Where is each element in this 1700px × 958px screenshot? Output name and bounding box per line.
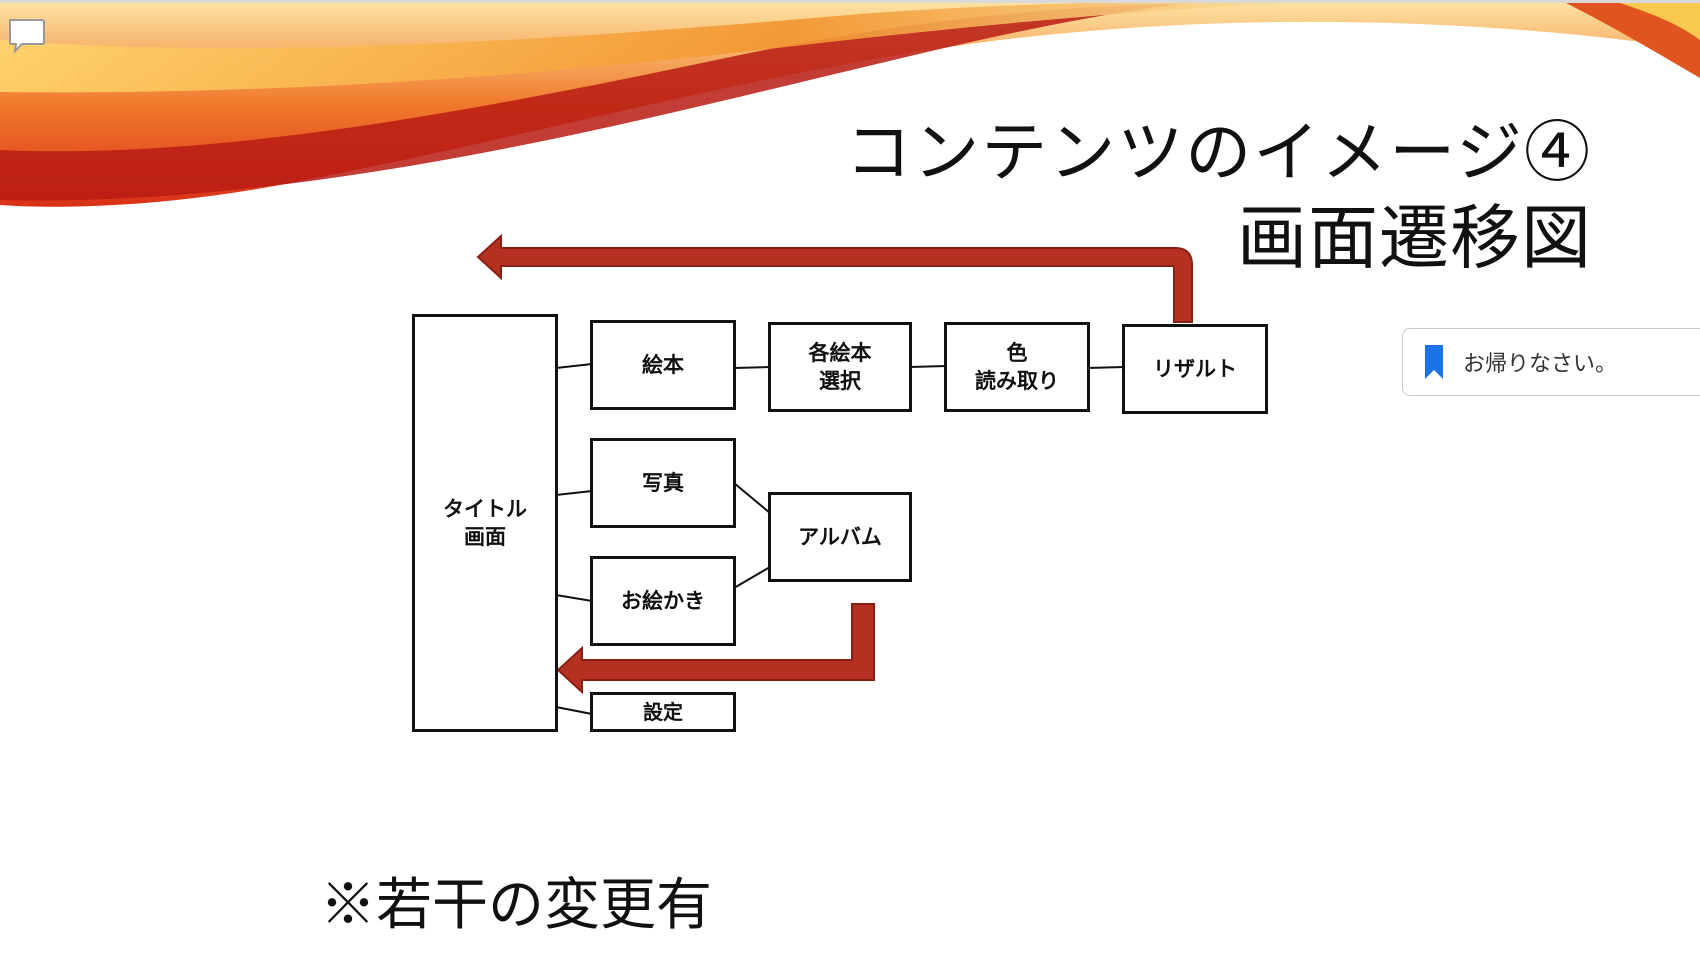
node-album: アルバム (768, 492, 912, 582)
bookmark-label: お帰りなさい。 (1463, 352, 1618, 377)
node-picture-book: 絵本 (590, 320, 736, 410)
node-book-select: 各絵本 選択 (768, 322, 912, 412)
bookmark-popup[interactable]: お帰りなさい。 (1402, 328, 1700, 396)
slide-subtitle: 画面遷移図 (1237, 197, 1592, 279)
slide-title: コンテンツのイメージ④ (845, 114, 1592, 191)
return-arrow-top (476, 233, 1193, 323)
connector-lines (555, 363, 1125, 715)
return-arrow-bottom (556, 603, 875, 695)
ribbon-swoosh-right-highlight (1610, 0, 1700, 40)
node-settings: 設定 (590, 692, 736, 732)
node-photo: 写真 (590, 438, 736, 528)
node-title-screen: タイトル 画面 (412, 314, 558, 732)
bookmark-icon (1425, 345, 1443, 379)
comment-icon[interactable] (6, 16, 46, 56)
footnote: ※若干の変更有 (320, 873, 712, 938)
node-drawing: お絵かき (590, 556, 736, 646)
node-result: リザルト (1122, 324, 1268, 414)
ribbon-swoosh-light (0, 1, 1320, 93)
node-color-reading: 色 読み取り (944, 322, 1090, 412)
ribbon-swoosh-dark (0, 4, 1180, 201)
